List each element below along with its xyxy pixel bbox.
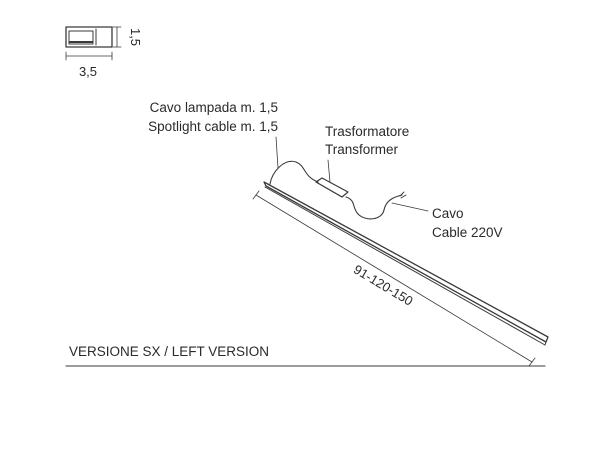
width-label: 3,5 [79, 64, 97, 79]
length-tick-end [528, 357, 536, 367]
profile-section: 1,5 3,5 [65, 26, 143, 79]
transformer-body [315, 177, 349, 198]
power-cable-end-a [399, 191, 405, 197]
transformer-label-en: Transformer [325, 142, 399, 157]
transformer [315, 177, 349, 198]
transformer-leader [327, 159, 331, 183]
lamp-bar-end-cap [544, 341, 547, 346]
spotlight-cable [269, 160, 319, 185]
lamp-bar [263, 181, 549, 346]
length-label: 91-120-150 [351, 262, 416, 309]
profile-outline [65, 26, 113, 48]
power-cable-end-b [400, 194, 407, 199]
lamp-cable-leader [275, 136, 279, 169]
transformer-edge [315, 181, 343, 198]
profile-channel [68, 30, 94, 45]
height-label: 1,5 [128, 28, 143, 46]
lamp-bar-edge [264, 186, 546, 346]
power-cable [345, 194, 403, 220]
length-dimension-line [255, 194, 533, 363]
version-label: VERSIONE SX / LEFT VERSION [69, 344, 269, 359]
transformer-label-it: Trasformatore [325, 124, 409, 139]
cable-leader [391, 202, 429, 212]
lamp-cable-label-it: Cavo lampada m. 1,5 [150, 100, 278, 115]
cable-label-it: Cavo [432, 206, 464, 221]
lamp-cable-label-en: Spotlight cable m. 1,5 [148, 119, 278, 134]
cable-label-en: Cable 220V [432, 225, 503, 240]
length-dimension: 91-120-150 [252, 190, 536, 367]
length-tick-start [252, 190, 260, 200]
